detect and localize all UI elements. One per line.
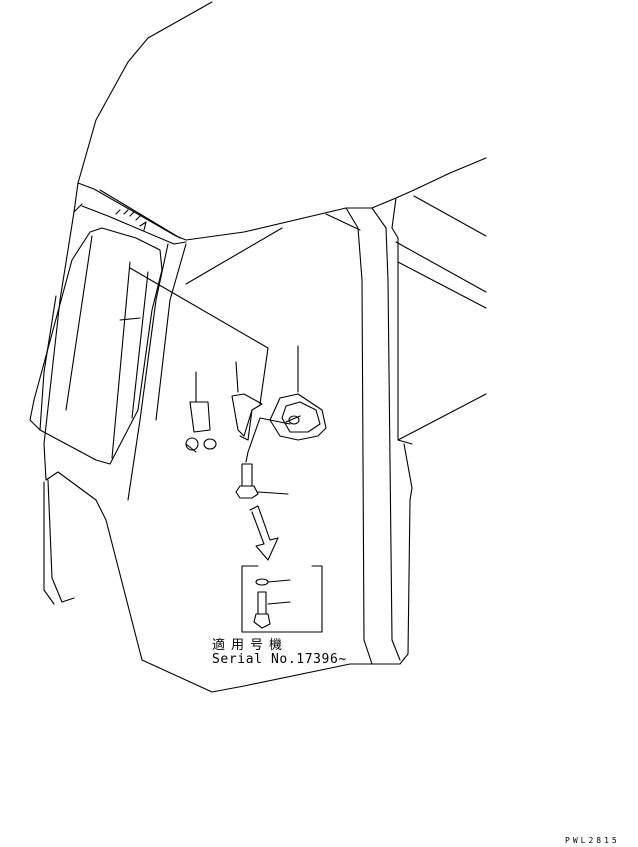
serial-number-label: Serial No.17396~ [212,652,347,667]
cab-pillar [185,195,487,665]
direction-arrow [249,505,279,561]
door-marks [115,209,147,231]
detail-box [241,565,323,633]
applicable-models-label: 適用号機 [212,638,289,653]
cab-roof [73,1,487,241]
drawing-code: PWL2815 [565,836,620,845]
cab-door-frame [29,205,409,693]
mirror-assembly [129,267,327,499]
